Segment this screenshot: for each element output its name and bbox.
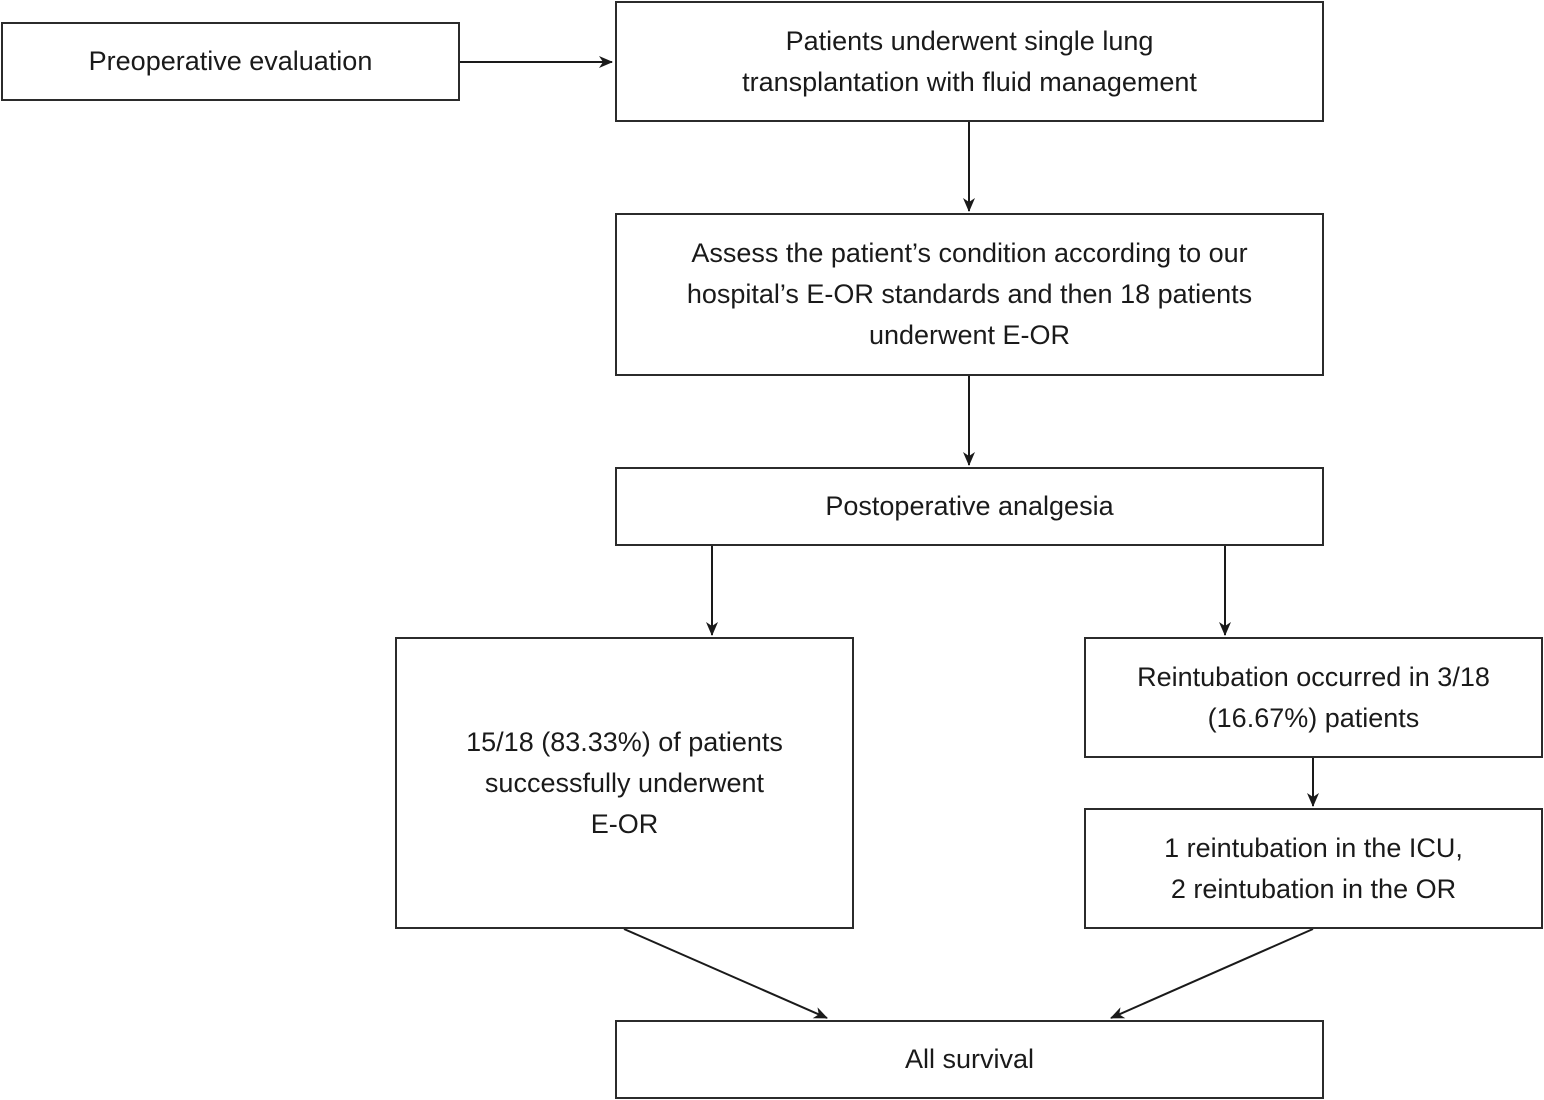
node-text-line: underwent E-OR: [868, 320, 1071, 350]
arrow-success-to-survival: [623, 928, 828, 1019]
reintubation-box: Reintubation occurred in 3/18 (16.67%) p…: [1084, 637, 1543, 758]
node-text-line: (16.67%) patients: [1207, 702, 1420, 733]
node-text-line: 2 reintubation in the OR: [1170, 873, 1457, 904]
eor-success-box: 15/18 (83.33%) of patients successfully …: [395, 637, 854, 929]
node-text-line: Postoperative analgesia: [825, 491, 1114, 521]
reintubation-detail-box: 1 reintubation in the ICU, 2 reintubatio…: [1084, 808, 1543, 929]
node-text-line: Assess the patient’s condition according…: [691, 238, 1248, 268]
lung-transplantation-box: Patients underwent single lung transplan…: [615, 1, 1324, 122]
postoperative-analgesia-box: Postoperative analgesia: [615, 467, 1324, 546]
node-text-line: 15/18 (83.33%) of patients: [466, 726, 783, 757]
node-text-line: E-OR: [590, 808, 659, 839]
preoperative-evaluation-box: Preoperative evaluation: [1, 22, 460, 101]
node-text-line: successfully underwent: [484, 767, 765, 798]
node-text-line: hospital’s E-OR standards and then 18 pa…: [686, 279, 1253, 309]
all-survival-box: All survival: [615, 1020, 1324, 1099]
node-text-line: Reintubation occurred in 3/18: [1137, 661, 1490, 692]
arrow-detail-to-survival: [1110, 928, 1314, 1019]
node-text-line: 1 reintubation in the ICU,: [1164, 832, 1463, 863]
node-text-line: Patients underwent single lung: [785, 25, 1154, 56]
node-text-line: All survival: [904, 1044, 1035, 1074]
node-text-line: transplantation with fluid management: [742, 66, 1197, 97]
eor-assessment-box: Assess the patient’s condition according…: [615, 213, 1324, 376]
node-text-line: Preoperative evaluation: [88, 46, 373, 76]
